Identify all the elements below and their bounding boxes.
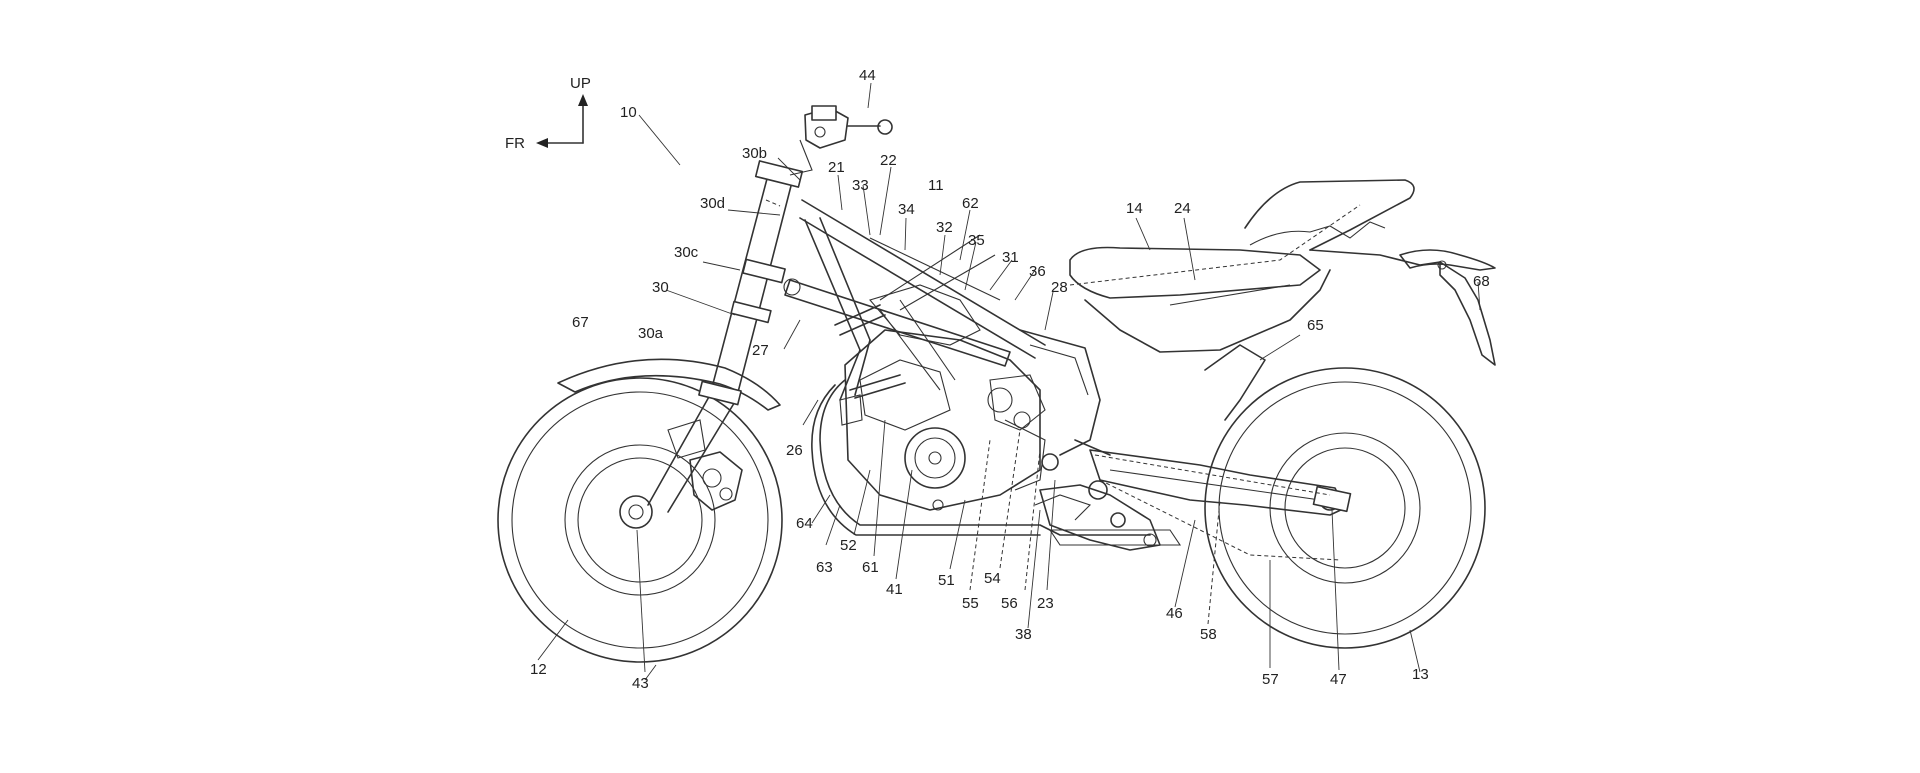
label-23: 23 (1037, 595, 1054, 612)
label-31: 31 (1002, 249, 1019, 266)
up-label: UP (570, 75, 591, 92)
rear-fender (1399, 249, 1496, 366)
label-30a: 30a (638, 325, 664, 342)
label-64: 64 (796, 515, 813, 532)
label-14: 14 (1126, 200, 1143, 217)
label-30: 30 (652, 279, 669, 296)
label-63: 63 (816, 559, 833, 576)
label-30c: 30c (674, 244, 699, 261)
label-65: 65 (1307, 317, 1324, 334)
label-43: 43 (632, 675, 649, 692)
label-26: 26 (786, 442, 803, 459)
label-62: 62 (962, 195, 979, 212)
label-33: 33 (852, 177, 869, 194)
label-21: 21 (828, 159, 845, 176)
label-51: 51 (938, 572, 955, 589)
rear-shock (1204, 344, 1266, 421)
label-30b: 30b (742, 145, 767, 162)
label-32: 32 (936, 219, 953, 236)
frame (783, 199, 1101, 456)
label-52: 52 (840, 537, 857, 554)
engine (844, 284, 1046, 511)
label-13: 13 (1412, 666, 1429, 683)
label-46: 46 (1166, 605, 1183, 622)
front-wheel (497, 377, 783, 663)
label-27: 27 (752, 342, 769, 359)
label-44: 44 (859, 67, 876, 84)
label-10: 10 (620, 104, 637, 121)
reference-labels: 44 10 30b 21 22 33 11 30d 34 62 32 35 14… (530, 67, 1490, 692)
label-56: 56 (1001, 595, 1018, 612)
swingarm (1089, 449, 1352, 561)
label-61: 61 (862, 559, 879, 576)
label-67: 67 (572, 314, 589, 331)
up-arrowhead-icon (578, 94, 588, 106)
handlebar-assembly (789, 105, 893, 176)
leader-lines (537, 82, 1481, 681)
label-68: 68 (1473, 273, 1490, 290)
front-label: FR (505, 135, 525, 152)
radiator (834, 304, 906, 426)
label-55: 55 (962, 595, 979, 612)
front-fender (557, 358, 781, 411)
label-35: 35 (968, 232, 985, 249)
label-57: 57 (1262, 671, 1279, 688)
front-arrowhead-icon (536, 138, 548, 148)
label-11: 11 (928, 177, 944, 194)
label-12: 12 (530, 661, 547, 678)
label-38: 38 (1015, 626, 1032, 643)
front-fork (647, 160, 804, 513)
label-58: 58 (1200, 626, 1217, 643)
label-30d: 30d (700, 195, 725, 212)
label-47: 47 (1330, 671, 1347, 688)
label-24: 24 (1174, 200, 1191, 217)
label-28: 28 (1051, 279, 1068, 296)
label-22: 22 (880, 152, 897, 169)
orientation-indicator: UP FR (505, 75, 591, 152)
footrest-linkage (1034, 439, 1161, 551)
label-54: 54 (984, 570, 1001, 587)
label-36: 36 (1029, 263, 1046, 280)
label-41: 41 (886, 581, 903, 598)
label-34: 34 (898, 201, 915, 218)
seat (1069, 179, 1441, 353)
